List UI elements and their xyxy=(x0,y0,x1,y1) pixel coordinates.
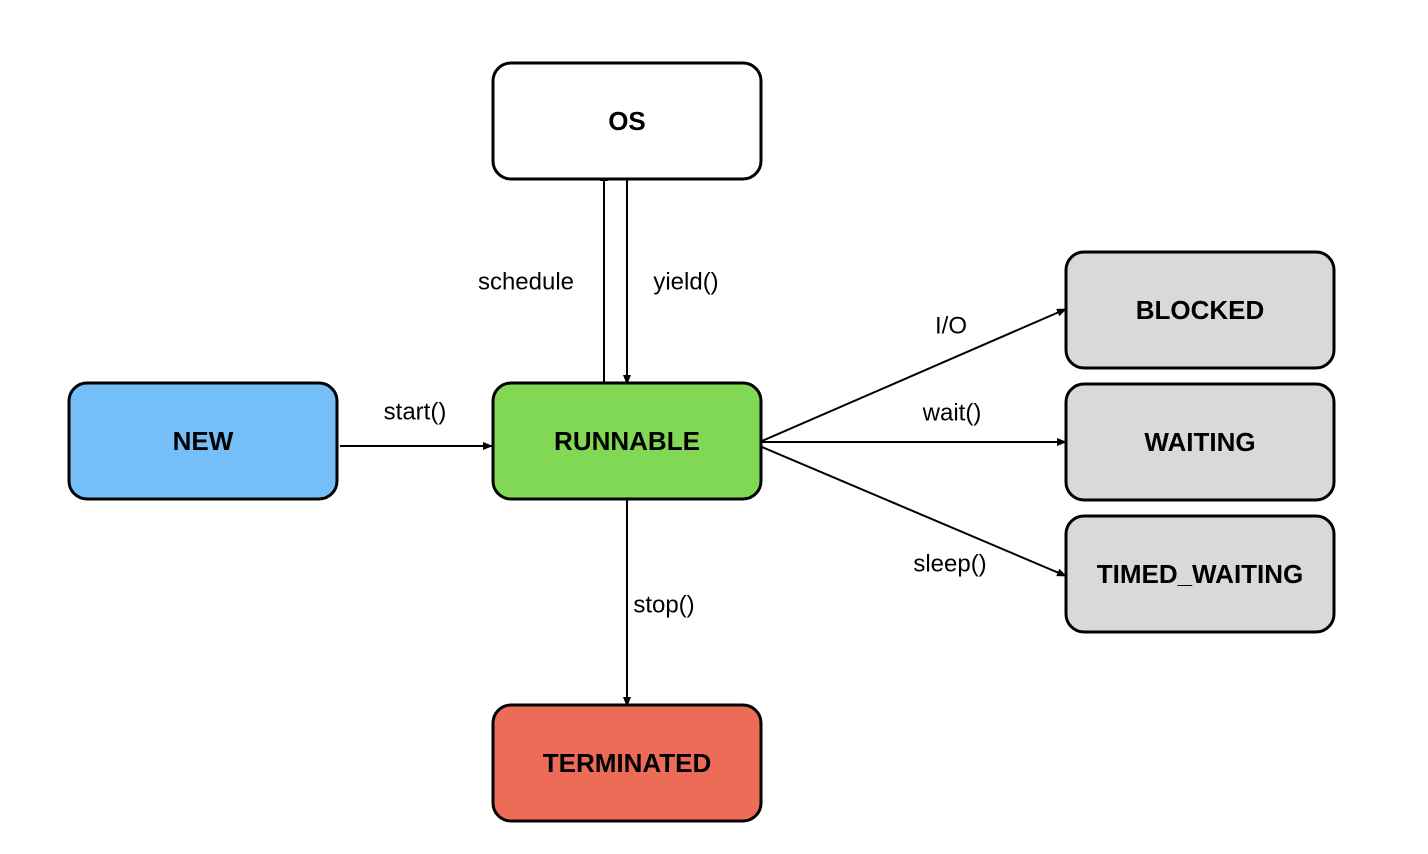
edge-schedule-label: schedule xyxy=(478,269,574,296)
edge-start-label: start() xyxy=(384,399,447,426)
node-blocked-label: BLOCKED xyxy=(1136,295,1265,325)
node-terminated: TERMINATED xyxy=(491,703,763,823)
edge-sleep-label: sleep() xyxy=(913,551,986,578)
node-runnable-label: RUNNABLE xyxy=(554,426,700,456)
node-timed-waiting-label: TIMED_WAITING xyxy=(1097,559,1304,589)
node-timed-waiting-box xyxy=(1064,514,1336,634)
node-waiting: WAITING xyxy=(1064,382,1336,502)
edge-schedule: schedule xyxy=(478,171,608,383)
node-waiting-box xyxy=(1064,382,1336,502)
edge-io: I/O xyxy=(761,308,1067,442)
edge-yield-label: yield() xyxy=(653,269,718,296)
edge-io-line xyxy=(761,308,1067,442)
edge-wait-label: wait() xyxy=(922,400,982,427)
edge-wait: wait() xyxy=(762,400,1067,446)
edge-stop: stop() xyxy=(623,500,695,707)
node-waiting-label: WAITING xyxy=(1144,427,1255,457)
node-os-box xyxy=(491,61,763,181)
node-blocked-box xyxy=(1064,250,1336,370)
edge-sleep: sleep() xyxy=(761,446,1067,578)
edge-io-label: I/O xyxy=(935,313,967,340)
node-new-label: NEW xyxy=(173,426,234,456)
edge-start: start() xyxy=(340,399,493,450)
node-os: OS xyxy=(491,61,763,181)
node-timed-waiting: TIMED_WAITING xyxy=(1064,514,1336,634)
node-terminated-label: TERMINATED xyxy=(543,748,712,778)
edge-stop-label: stop() xyxy=(633,592,694,619)
node-blocked: BLOCKED xyxy=(1064,250,1336,370)
node-terminated-box xyxy=(491,703,763,823)
edge-yield: yield() xyxy=(623,180,719,385)
node-runnable-box xyxy=(491,381,763,501)
edge-sleep-line xyxy=(761,446,1067,577)
node-new-box xyxy=(67,381,339,501)
node-runnable: RUNNABLE xyxy=(491,381,763,501)
node-new: NEW xyxy=(67,381,339,501)
node-os-label: OS xyxy=(608,106,646,136)
